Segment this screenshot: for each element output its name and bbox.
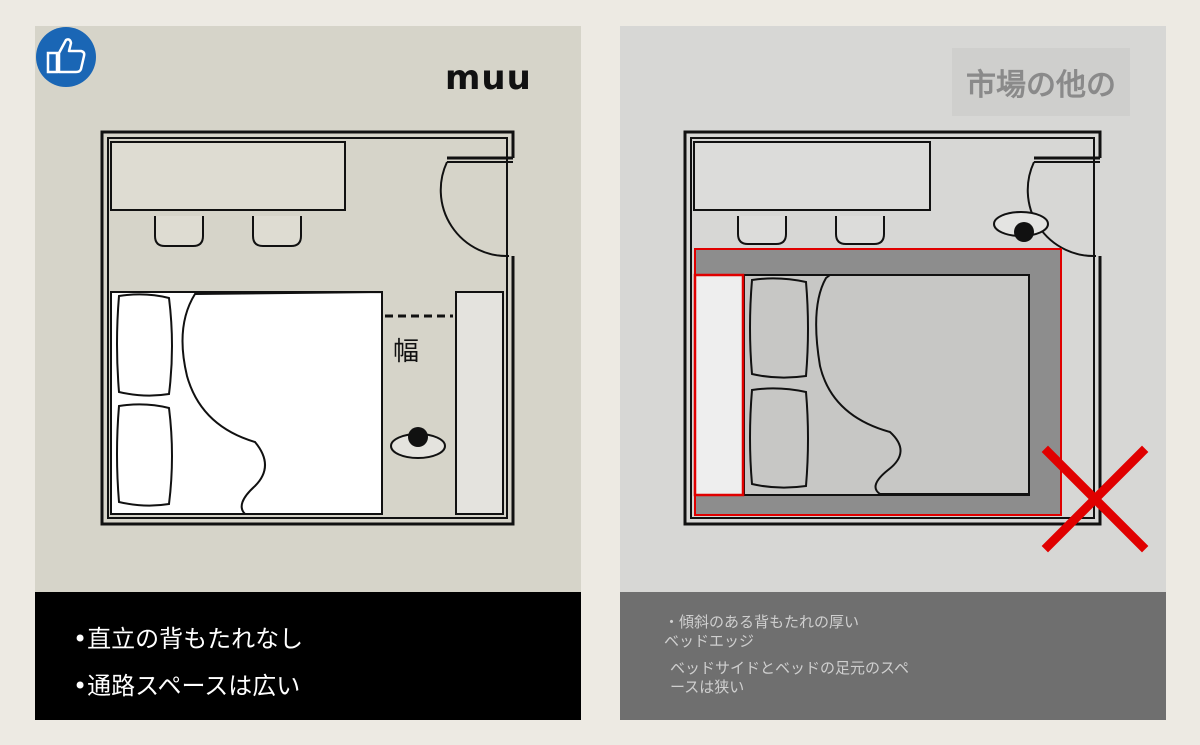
chair-2 (252, 216, 302, 247)
desk (693, 141, 931, 211)
blanket (181, 290, 383, 515)
caption-text: ースは狭い (670, 678, 745, 696)
sloped-headboard (693, 273, 745, 497)
chair-1 (154, 216, 204, 247)
desk (110, 141, 346, 211)
room-wall-inner (107, 137, 508, 519)
chair-2 (835, 216, 885, 245)
pillow-2 (749, 387, 809, 489)
muu-floorplan (100, 130, 517, 526)
pillow-1 (749, 277, 809, 379)
door-swing (439, 161, 510, 258)
muu-caption-box: •直立の背もたれなし •通路スペースは広い (35, 592, 581, 720)
caption-item: •通路スペースは広い (73, 672, 301, 700)
pillow-1 (116, 293, 173, 397)
other-caption-box: ・傾斜のある背もたれの厚い ベッドエッジ ベッドサイドとベッドの足元のスペ ース… (620, 592, 1166, 720)
caption-text: ベッドサイドとベッドの足元のスペ (670, 659, 909, 677)
wardrobe (455, 291, 504, 515)
room-wall-outer (683, 130, 1102, 526)
cross-mark-icon (1041, 445, 1149, 553)
aisle-width-label: 幅 (393, 337, 420, 367)
muu-floorplan-panel: muu 幅 •直立の背もたれなし •通路スペースは広い (35, 26, 581, 720)
room-wall-inner (690, 137, 1095, 519)
other-floorplan (683, 130, 1149, 553)
chair-1 (737, 216, 787, 245)
door-opening (1096, 158, 1104, 256)
pillow-2 (116, 403, 173, 507)
brand-logo: muu (445, 58, 532, 98)
caption-item: ベッドサイドとベッドの足元のスペ ースは狭い (670, 659, 909, 697)
caption-text: ・傾斜のある背もたれの厚い (664, 613, 860, 631)
other-floorplan-panel: 市場の他の ・傾斜のある背もたれの厚い ベッドエッジ ベッドサイドとベッドの足元… (620, 26, 1166, 720)
caption-text: ベッドエッジ (664, 632, 755, 650)
caption-item: •直立の背もたれなし (73, 625, 304, 653)
blanket (815, 274, 1030, 495)
competitor-label: 市場の他の (952, 48, 1130, 116)
caption-text: 通路スペースは広い (87, 672, 301, 700)
room-wall-outer (100, 130, 515, 526)
door-swing (1026, 161, 1097, 258)
caption-text: 直立の背もたれなし (87, 625, 304, 653)
thumbs-up-icon (36, 27, 96, 87)
door-opening (509, 158, 517, 256)
caption-item: ・傾斜のある背もたれの厚い ベッドエッジ (664, 613, 859, 651)
